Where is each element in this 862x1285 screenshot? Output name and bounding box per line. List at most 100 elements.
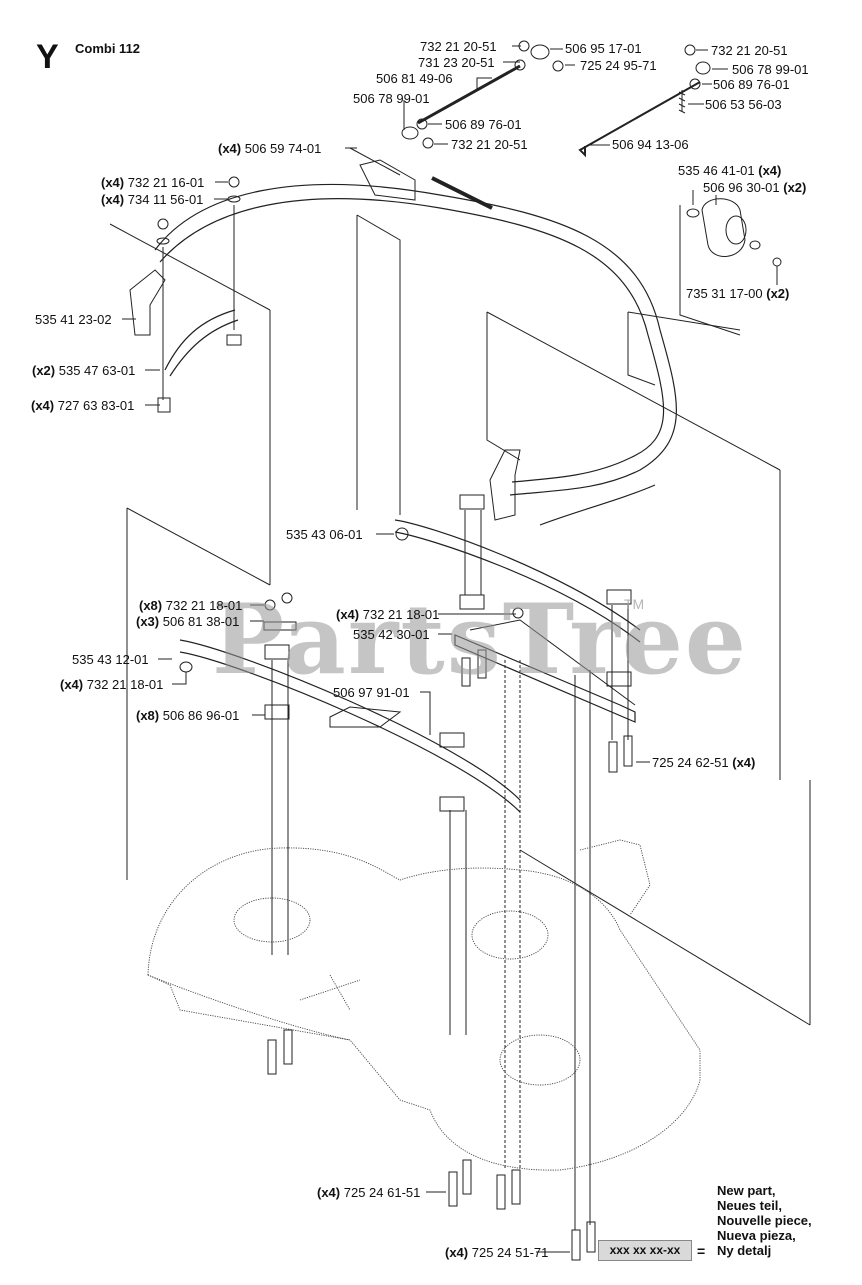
bolt xyxy=(496,1174,506,1210)
part-callout[interactable]: (x4) 725 24 51-71 xyxy=(445,1245,549,1260)
legend-equals: = xyxy=(697,1243,706,1259)
clamp-block xyxy=(606,589,632,605)
new-part-legend: New part, Neues teil, Nouvelle piece, Nu… xyxy=(717,1183,812,1258)
front-shaft xyxy=(179,639,521,801)
bolt xyxy=(157,397,171,413)
washer xyxy=(749,240,761,250)
part-callout[interactable]: 535 42 30-01 xyxy=(353,627,430,642)
part-callout[interactable]: (x4) 727 63 83-01 xyxy=(31,398,135,413)
ball-joint xyxy=(695,61,711,75)
assembly-line xyxy=(109,223,271,311)
spring xyxy=(678,90,686,114)
bolt xyxy=(477,649,487,679)
bolt xyxy=(267,1039,277,1075)
rear-shaft xyxy=(394,519,641,631)
nut xyxy=(395,527,409,541)
deck-cross-brace xyxy=(299,974,361,1011)
part-callout[interactable]: 732 21 20-51 xyxy=(420,39,497,54)
legend-line: Ny detalj xyxy=(717,1243,772,1258)
nut xyxy=(179,661,193,673)
part-callout[interactable]: (x4) 732 21 18-01 xyxy=(336,607,440,622)
clamp-block xyxy=(439,732,465,748)
part-callout[interactable]: 506 89 76-01 xyxy=(713,77,790,92)
part-callout[interactable]: (x3) 506 81 38-01 xyxy=(136,614,240,629)
roller-hub xyxy=(725,215,747,245)
bolt xyxy=(226,334,242,346)
leader-line xyxy=(420,691,431,735)
front-frame xyxy=(154,183,677,496)
bolt xyxy=(461,657,471,687)
part-callout[interactable]: (x8) 506 86 96-01 xyxy=(136,708,240,723)
leader-line xyxy=(476,77,492,90)
part-callout[interactable]: 506 53 56-03 xyxy=(705,97,782,112)
part-callout[interactable]: 535 43 12-01 xyxy=(72,652,149,667)
bolt xyxy=(608,741,618,773)
part-callout[interactable]: (x4) 732 21 18-01 xyxy=(60,677,164,692)
bolt xyxy=(511,1169,521,1205)
part-callout[interactable]: (x4) 725 24 61-51 xyxy=(317,1185,421,1200)
clamp-block xyxy=(439,796,465,812)
part-callout[interactable]: 506 95 17-01 xyxy=(565,41,642,56)
circlip xyxy=(772,257,782,267)
clamp-block xyxy=(459,594,485,610)
part-callout[interactable]: 731 23 20-51 xyxy=(418,55,495,70)
bolt xyxy=(283,1029,293,1065)
assembly-line xyxy=(349,147,401,176)
bolt-head xyxy=(552,60,564,72)
part-callout[interactable]: 732 21 20-51 xyxy=(451,137,528,152)
nut xyxy=(514,59,526,71)
part-callout[interactable]: 506 89 76-01 xyxy=(445,117,522,132)
part-callout[interactable]: 506 96 30-01 (x2) xyxy=(703,180,807,195)
part-callout[interactable]: (x4) 734 11 56-01 xyxy=(101,192,204,207)
part-callout[interactable]: 506 94 13-06 xyxy=(612,137,689,152)
part-callout[interactable]: (x4) 732 21 16-01 xyxy=(101,175,205,190)
leader-line xyxy=(172,672,187,685)
mounting-plate-top xyxy=(469,619,636,706)
part-callout[interactable]: 535 46 41-01 (x4) xyxy=(678,163,782,178)
nut xyxy=(228,176,240,188)
bolt xyxy=(462,1159,472,1195)
legend-line: Nueva pieza, xyxy=(717,1228,796,1243)
part-callout[interactable]: 535 43 06-01 xyxy=(286,527,363,542)
rod xyxy=(578,81,701,158)
reference-plane xyxy=(627,312,656,386)
new-part-legend-swatch: xxx xx xx-xx xyxy=(598,1240,692,1261)
ball-joint xyxy=(530,44,550,60)
front-shaft xyxy=(179,651,521,813)
bracket xyxy=(489,449,521,521)
part-callout[interactable]: 506 81 49-06 xyxy=(376,71,453,86)
reference-plane xyxy=(486,312,521,461)
front-frame-inner xyxy=(159,198,665,483)
part-callout[interactable]: 506 97 91-01 xyxy=(333,685,410,700)
part-callout[interactable]: 725 24 95-71 xyxy=(580,58,657,73)
pin xyxy=(431,176,493,210)
part-callout[interactable]: 735 31 17-00 (x2) xyxy=(686,286,790,301)
pedal-plate xyxy=(329,706,402,728)
clamp-block xyxy=(459,494,485,510)
reference-plane xyxy=(679,205,741,336)
part-callout[interactable]: (x8) 732 21 18-01 xyxy=(139,598,243,613)
part-callout[interactable]: 506 78 99-01 xyxy=(353,91,430,106)
part-callout[interactable]: (x4) 506 59 74-01 xyxy=(218,141,322,156)
reference-plane xyxy=(627,311,741,331)
part-callout[interactable]: 506 78 99-01 xyxy=(732,62,809,77)
part-callout[interactable]: 535 41 23-02 xyxy=(35,312,112,327)
washer xyxy=(156,237,170,245)
bracket xyxy=(359,159,416,201)
reference-plane xyxy=(486,311,781,471)
nut xyxy=(416,118,428,130)
bolt xyxy=(448,1171,458,1207)
reference-plane xyxy=(126,507,271,586)
bolt xyxy=(571,1229,581,1261)
tie-rod xyxy=(417,64,521,125)
nut xyxy=(157,218,169,230)
part-callout[interactable]: 732 21 20-51 xyxy=(711,43,788,58)
deck-skirt xyxy=(147,974,351,1041)
legend-line: Nouvelle piece, xyxy=(717,1213,812,1228)
part-callout[interactable]: (x2) 535 47 63-01 xyxy=(32,363,136,378)
section-letter: Y xyxy=(36,38,59,76)
bolt xyxy=(586,1221,596,1253)
part-callout[interactable]: 725 24 62-51 (x4) xyxy=(652,755,756,770)
